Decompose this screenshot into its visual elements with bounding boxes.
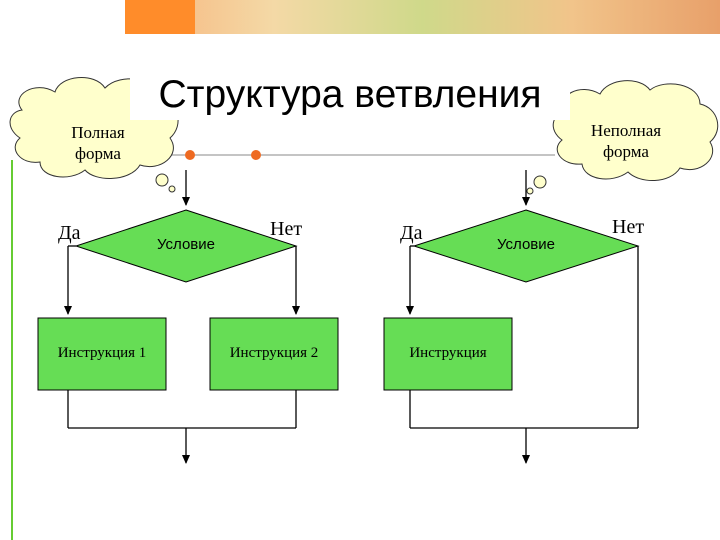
yes-label-full: Да — [58, 222, 81, 244]
condition-diamond-full — [74, 209, 298, 283]
bullet-dot-2 — [251, 150, 261, 160]
instruction1-box — [37, 317, 167, 391]
full-form-flowchart — [37, 170, 339, 464]
partial-form-cloud-label: Неполная форма — [570, 120, 682, 162]
partial-form-cloud-line2: форма — [603, 142, 649, 161]
partial-form-flowchart — [383, 170, 640, 464]
instruction-box-partial — [383, 317, 513, 391]
no-label-partial: Нет — [612, 216, 645, 238]
instruction-label-partial: Инструкция — [409, 345, 487, 361]
page-title: Структура ветвления — [130, 70, 570, 120]
instruction1-label: Инструкция 1 — [57, 345, 147, 361]
no-label-full: Нет — [270, 218, 303, 240]
condition-label-full: Условие — [157, 236, 215, 253]
header-banner — [125, 0, 720, 34]
header-banner-accent — [125, 0, 195, 34]
partial-form-cloud-line1: Неполная — [590, 121, 662, 140]
condition-diamond-partial — [412, 209, 640, 283]
yes-label-partial: Да — [400, 222, 423, 244]
partial-form-cloud — [526, 80, 719, 195]
bullet-dot-1 — [185, 150, 195, 160]
instruction2-label: Инструкция 2 — [229, 345, 319, 361]
condition-label-partial: Условие — [497, 236, 555, 253]
full-form-cloud-line2: форма — [75, 144, 121, 163]
instruction2-box — [209, 317, 339, 391]
full-form-cloud-line1: Полная — [71, 123, 125, 142]
full-form-cloud-label: Полная форма — [48, 122, 148, 164]
